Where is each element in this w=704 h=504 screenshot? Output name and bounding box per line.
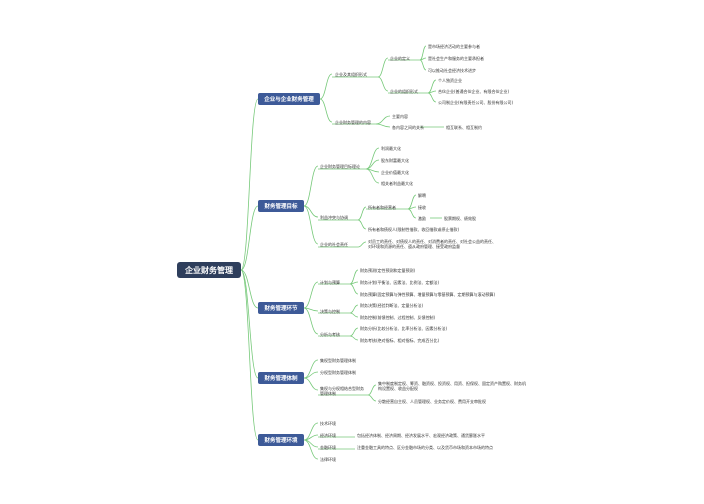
connector-line — [375, 123, 391, 128]
b2-social-text: 对员工的责任、对债权人的责任、对消费者的责任、对社会公益的责任、对环境和资源的责… — [368, 239, 496, 249]
b4-item: 分权型财务管理体制 — [320, 370, 356, 375]
connector-line — [375, 115, 391, 125]
branch-system: 财务管理体制 — [258, 372, 304, 384]
b2-goal-item: 企业价值最大化 — [381, 170, 409, 175]
b2-conflict-label: 利益冲突与协调 — [320, 215, 348, 220]
branch-goals: 财务管理目标 — [258, 200, 304, 212]
connector-line — [357, 241, 367, 248]
b3-plan-item: 财务计划(平衡法、因素法、比例法、定额法) — [360, 280, 440, 285]
b2-owner-item: 接收 — [418, 205, 426, 210]
connector-line — [365, 147, 380, 170]
connector-line — [349, 304, 359, 314]
connector-line — [303, 165, 319, 207]
connector-line — [319, 73, 333, 100]
b1-def-label: 企业的定义 — [390, 56, 410, 61]
b2-owner-item: 解聘 — [418, 193, 426, 198]
branch-process: 财务管理环节 — [258, 302, 304, 314]
connector-line — [303, 281, 319, 309]
b5-item: 法律环境 — [320, 457, 336, 462]
root-node: 企业财务管理 — [177, 262, 241, 278]
connector-line — [427, 92, 437, 103]
connector-line — [357, 206, 367, 221]
b4-item: 集权型财务管理体制 — [320, 358, 356, 363]
connector-line — [357, 219, 367, 230]
connector-line — [365, 168, 380, 184]
b3-control-label: 决策与控制 — [320, 309, 340, 314]
b1-forms-label: 企业的组织形式 — [390, 89, 418, 94]
b1-content-relation: 相互联系、相互制约 — [446, 125, 482, 130]
b2-social-label: 企业的社会责任 — [320, 242, 348, 247]
b3-plan-item: 财务预算(固定预算与弹性预算、增量预算与零基预算、定期预算与滚动预算) — [360, 292, 496, 297]
connector-line — [303, 205, 319, 245]
connector-line — [303, 371, 319, 379]
connector-line — [319, 98, 333, 123]
b1-forms-item: 公司制企业(有限责任公司、股份有限公司) — [438, 100, 514, 105]
b3-control-item: 财务决策(经验判断法、定量分析法) — [360, 303, 424, 308]
connector-line — [303, 439, 319, 460]
b5-item: 金融环境 — [320, 445, 336, 450]
b3-analysis-label: 分析与考核 — [320, 332, 340, 337]
b3-plan-item: 财务预测(定性预测和定量预测) — [360, 268, 416, 273]
b4-mixed-item: 分散经营自主权、人员管理权、业务定价权、费用开支审批权 — [378, 399, 486, 404]
b1-forms-item: 个人独资企业 — [438, 78, 462, 83]
connector-line — [240, 98, 259, 271]
connector-line — [240, 269, 259, 379]
b3-control-item: 财务控制(前馈控制、过程控制、反馈控制) — [360, 315, 436, 320]
b4-mixed-item: 集中制度制定权、筹资、融资权、投资权、用资、担保权、固定资产购置权、财务机构设置… — [378, 381, 526, 391]
b2-owner-item: 激励 — [418, 216, 426, 221]
b2-goal-item: 股东财富最大化 — [381, 158, 409, 163]
b1-forms-item: 合伙企业(普通合伙企业、有限合伙企业) — [438, 89, 510, 94]
connector-line — [367, 394, 377, 402]
connector-line — [377, 76, 389, 92]
connector-line — [240, 269, 259, 309]
b3-plan-label: 计划与预算 — [320, 280, 340, 285]
branch-enterprise: 企业与企业财务管理 — [258, 93, 320, 105]
b2-incentive: 股票期权、绩效股 — [444, 216, 476, 221]
b2-creditor: 所有者和债权人(限制性借款、收回借款或停止借款) — [368, 227, 460, 232]
connector-line — [349, 283, 359, 295]
b1-org-label: 企业及其组织形式 — [335, 72, 367, 77]
connector-line — [349, 335, 359, 341]
connector-line — [367, 384, 377, 396]
connector-line — [303, 307, 319, 335]
b1-content-item: 各内容之间的关系 — [392, 125, 424, 130]
connector-line — [419, 59, 427, 71]
connector-line — [240, 269, 259, 441]
b1-def-item: 是市场经济活动的主要参与者 — [428, 44, 480, 49]
b3-analysis-item: 财务分析(比较分析法、比率分析法、因素分析法) — [360, 326, 448, 331]
b5-item: 经济环境 — [320, 433, 336, 438]
connector-line — [349, 327, 359, 337]
connector-line — [407, 208, 417, 219]
b4-mixed-label: 集权与分权相结合型财务管理体制 — [320, 386, 364, 396]
b1-def-item: 是社会生产和服务的主要承担者 — [428, 56, 484, 61]
b2-goal-item: 相关者利益最大化 — [381, 181, 413, 186]
b3-analysis-item: 财务考核(绝对指标、相对指标、完成百分比) — [360, 338, 440, 343]
b5-item: 技术环境 — [320, 421, 336, 426]
connector-line — [240, 205, 259, 271]
b1-content-label: 企业财务管理的内容 — [335, 120, 371, 125]
b5-econ: 包括经济体制、经济周期、经济发展水平、宏观经济政策、通货膨胀水平 — [357, 433, 485, 438]
connector-line — [349, 312, 359, 318]
b1-def-item: 可以推动社会经济技术进步 — [428, 68, 476, 73]
branch-environment: 财务管理环境 — [258, 434, 304, 446]
connector-line — [377, 57, 389, 78]
b2-goal-item: 利润最大化 — [381, 146, 401, 151]
b2-goals-label: 企业财务管理目标理论 — [320, 164, 360, 169]
connector-line — [303, 377, 319, 391]
b1-content-item: 主要内容 — [392, 114, 408, 119]
b5-fin: 注重金融工具的特点、区分金融市场的分类、以及货币市场和资本市场的特点 — [357, 445, 493, 450]
b2-owner-label: 所有者和经营者 — [368, 205, 396, 210]
